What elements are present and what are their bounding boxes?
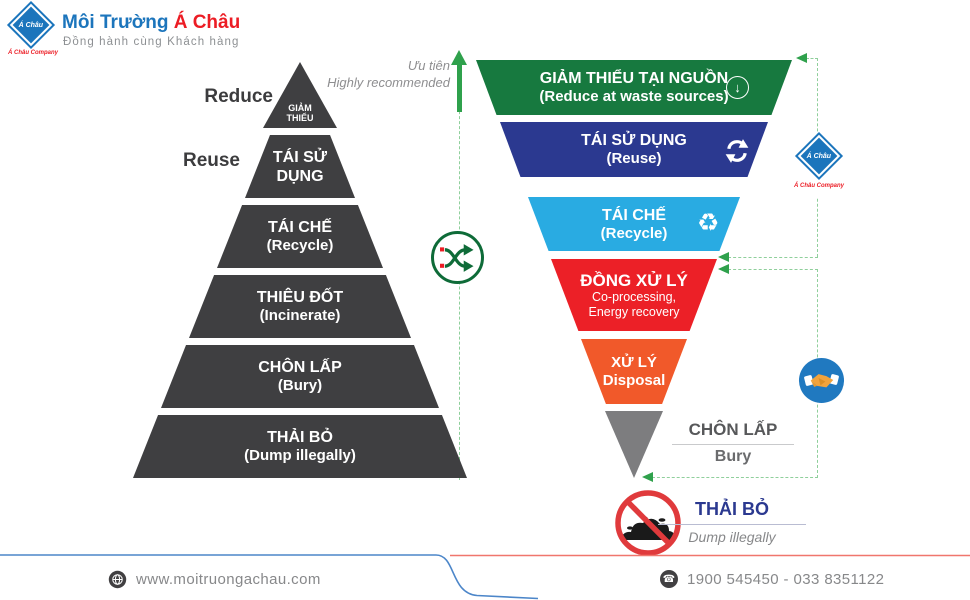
- phone-text: 1900 545450 - 033 8351122: [687, 570, 885, 588]
- achau-logo-company-text: Á Châu Company: [7, 50, 58, 56]
- pyramid-label-reuse: Reuse: [182, 150, 240, 171]
- priority-label-en: Highly recommended: [327, 75, 450, 90]
- pyramid-level-text: THIÊU ĐỐT: [256, 289, 344, 306]
- reduce-down-arrow-icon: ↓: [726, 76, 749, 99]
- recommendation-arrow-shaft: [457, 64, 462, 112]
- shuffle-circle: [431, 231, 484, 284]
- achau-logo-inner-diamond: Á Châu: [12, 6, 50, 44]
- funnel-level-bury-triangle: [605, 411, 663, 478]
- pyramid-level-dump: THẢI BỎ (Dump illegally): [133, 415, 467, 478]
- feedback-arrow-top-icon: [796, 53, 807, 63]
- pyramid-level-bury: CHÔN LẤP (Bury): [161, 345, 439, 408]
- feedback-line-coprocessing: [728, 269, 818, 270]
- pyramid-level-text: (Dump illegally): [244, 447, 356, 464]
- header: Á Châu Á Châu Company Môi Trường Á Châu …: [0, 0, 400, 60]
- dump-label-vi: THẢI BỎ: [658, 499, 806, 525]
- bury-label-vi: CHÔN LẤP: [672, 420, 794, 445]
- pyramid-level-text: CHÔN LẤP: [258, 359, 342, 376]
- pyramid-level-text: THIỂU: [286, 113, 314, 123]
- brand-title-part1: Môi Trường: [62, 12, 169, 33]
- funnel-level-text: Co-processing,: [591, 289, 677, 304]
- footer-divider-lines: [0, 554, 970, 600]
- priority-label: Ưu tiên Highly recommended: [322, 57, 450, 91]
- funnel-level-coprocessing: ĐỒNG XỬ LÝ Co-processing, Energy recover…: [551, 259, 717, 331]
- funnel-level-text: (Recycle): [600, 224, 668, 242]
- feedback-arrow-recycle-icon: [718, 252, 729, 262]
- funnel-level-text: ĐỒNG XỬ LÝ: [580, 270, 688, 290]
- phone-glyph: ☎: [662, 573, 676, 585]
- feedback-line-bottom: [652, 477, 818, 478]
- dump-label-en: Dump illegally: [688, 529, 776, 545]
- brand-title: Môi Trường Á Châu: [62, 12, 240, 34]
- feedback-line-recycle: [728, 257, 818, 258]
- pyramid-level-text: (Recycle): [266, 237, 334, 254]
- pyramid-level-text: (Incinerate): [259, 307, 341, 324]
- brand-title-part2: Á Châu: [173, 12, 241, 33]
- funnel-level-text: (Reduce at waste sources): [539, 88, 729, 105]
- pyramid-level-text: GIẢM: [288, 103, 312, 113]
- achau-logo-icon: Á Châu: [6, 0, 56, 50]
- recycle-icon: ♻: [697, 208, 720, 237]
- funnel-level-recycle: TÁI CHẾ (Recycle): [528, 197, 740, 251]
- handshake-icon: [798, 357, 845, 404]
- funnel-level-text: TÁI CHẾ: [602, 206, 666, 224]
- side-logo-text: Á Châu: [806, 152, 832, 160]
- globe-icon: [108, 570, 127, 588]
- pyramid-level-recycle: TÁI CHẾ (Recycle): [217, 205, 383, 268]
- reuse-sync-icon: [725, 139, 749, 163]
- pyramid-level-text: (Bury): [277, 377, 323, 394]
- brand-tagline: Đồng hành cùng Khách hàng: [63, 36, 240, 48]
- pyramid-level-text: TÁI SỬ: [272, 148, 328, 166]
- side-logo-company-text: Á Châu Company: [793, 183, 844, 189]
- funnel-level-disposal: XỬ LÝ Disposal: [581, 339, 687, 404]
- funnel-level-text: GIẢM THIỂU TẠI NGUỒN: [539, 70, 729, 87]
- bury-label-en: Bury: [714, 448, 752, 465]
- feedback-arrow-bottom-icon: [642, 472, 653, 482]
- priority-label-vi: Ưu tiên: [407, 58, 450, 73]
- funnel-level-text: XỬ LÝ: [611, 353, 657, 371]
- bury-label: CHÔN LẤP Bury: [672, 420, 794, 466]
- footer-phone: ☎ 1900 545450 - 033 8351122: [660, 567, 884, 591]
- pyramid-level-text: THẢI BỎ: [267, 429, 333, 446]
- side-logo-diamond-icon: Á Châu: [794, 131, 844, 181]
- feedback-line-top: [806, 58, 818, 59]
- side-logo-inner-diamond: Á Châu: [800, 137, 838, 175]
- pyramid-level-incinerate: THIÊU ĐỐT (Incinerate): [189, 275, 411, 338]
- dump-illegally-label: THẢI BỎ Dump illegally: [658, 499, 806, 545]
- recommendation-arrow-up-icon: [451, 50, 467, 65]
- pyramid-label-reduce: Reduce: [204, 86, 273, 107]
- funnel-level-text: Disposal: [602, 371, 666, 389]
- feedback-arrow-coprocessing-icon: [718, 264, 729, 274]
- website-text: www.moitruongachau.com: [136, 570, 321, 588]
- funnel-level-text: TÁI SỬ DỤNG: [581, 132, 687, 149]
- side-logo: Á Châu Á Châu Company: [794, 131, 844, 197]
- achau-logo-text: Á Châu: [18, 21, 44, 29]
- funnel-level-text: (Reuse): [606, 150, 662, 167]
- footer-website: www.moitruongachau.com: [108, 567, 321, 591]
- pyramid-level-text: DỤNG: [276, 167, 324, 185]
- funnel-level-text: Energy recovery: [588, 304, 680, 319]
- shuffle-icon: [439, 243, 474, 272]
- down-arrow-glyph: ↓: [734, 80, 741, 95]
- pyramid-level-text: TÁI CHẾ: [268, 219, 332, 236]
- funnel-level-reuse: TÁI SỬ DỤNG (Reuse): [500, 122, 768, 177]
- phone-icon: ☎: [660, 570, 678, 588]
- pyramid-level-reuse: TÁI SỬ DỤNG: [245, 135, 355, 198]
